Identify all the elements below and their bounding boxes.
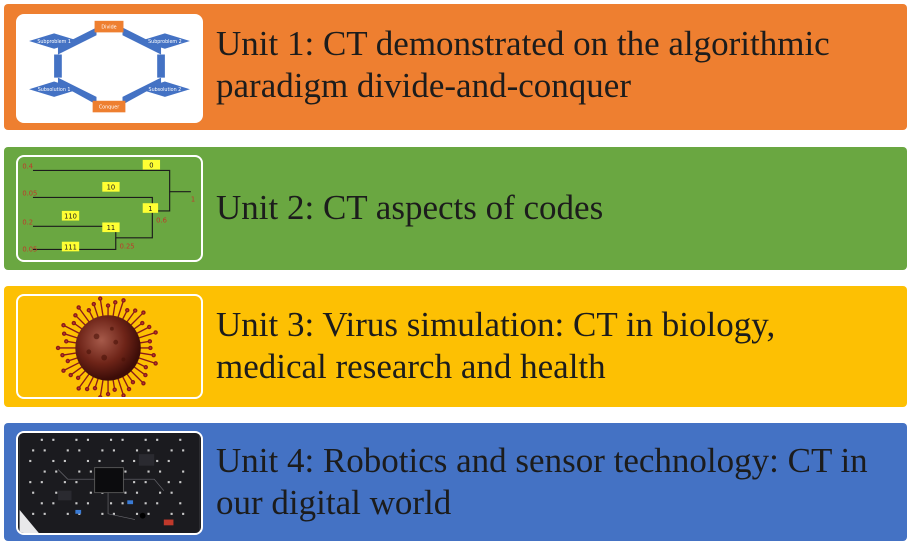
diagram-conquer-label: Conquer — [99, 104, 119, 110]
unit-3-title: Unit 3: Virus simulation: CT in biology,… — [216, 305, 776, 386]
virus-image-icon — [16, 294, 203, 399]
divide-and-conquer-diagram-icon: Divide Conquer Subproblem 1 Subproblem 2… — [16, 14, 203, 123]
unit-4-title: Unit 4: Robotics and sensor technology: … — [216, 441, 868, 522]
diagram-subsolution-2-label: Subsolution 2 — [149, 87, 182, 93]
diagram-divide-label: Divide — [101, 25, 116, 31]
circuit-board-image-icon — [16, 431, 203, 535]
code-label: 0 — [149, 162, 153, 170]
probability-label: 0.4 — [22, 163, 33, 171]
internal-probability-label: 0.6 — [156, 216, 167, 224]
diagram-subsolution-1-label: Subsolution 1 — [38, 87, 71, 93]
virus-image — [55, 296, 158, 397]
code-label: 11 — [107, 224, 116, 232]
probability-label: 0.2 — [22, 218, 33, 226]
code-label: 111 — [64, 243, 77, 251]
diagram-subproblem-1-label: Subproblem 1 — [37, 39, 71, 45]
code-label: 110 — [64, 213, 77, 221]
probability-label: 0.05 — [22, 245, 37, 253]
unit-1-title: Unit 1: CT demonstrated on the algorithm… — [216, 24, 830, 105]
circuit-board-image — [19, 433, 200, 533]
code-label: 1 — [148, 205, 152, 213]
unit-2-title: Unit 2: CT aspects of codes — [216, 188, 604, 227]
divide-and-conquer-diagram: Divide Conquer Subproblem 1 Subproblem 2… — [29, 20, 190, 113]
huffman-code-tree-icon: 0 10 110 11 111 1 0.4 0.05 0.2 0.05 0.25… — [16, 155, 203, 262]
unit-4-card: Unit 4: Robotics and sensor technology: … — [4, 423, 907, 541]
huffman-code-tree: 0 10 110 11 111 1 0.4 0.05 0.2 0.05 0.25… — [22, 159, 195, 253]
code-label: 10 — [107, 184, 116, 192]
unit-3-card: Unit 3: Virus simulation: CT in biology,… — [4, 286, 907, 407]
internal-probability-label: 0.25 — [120, 242, 135, 250]
internal-probability-label: 1 — [191, 195, 195, 203]
unit-1-card: Divide Conquer Subproblem 1 Subproblem 2… — [4, 4, 907, 130]
diagram-subproblem-2-label: Subproblem 2 — [148, 39, 182, 45]
probability-label: 0.05 — [22, 190, 37, 198]
unit-2-card: 0 10 110 11 111 1 0.4 0.05 0.2 0.05 0.25… — [4, 147, 907, 270]
